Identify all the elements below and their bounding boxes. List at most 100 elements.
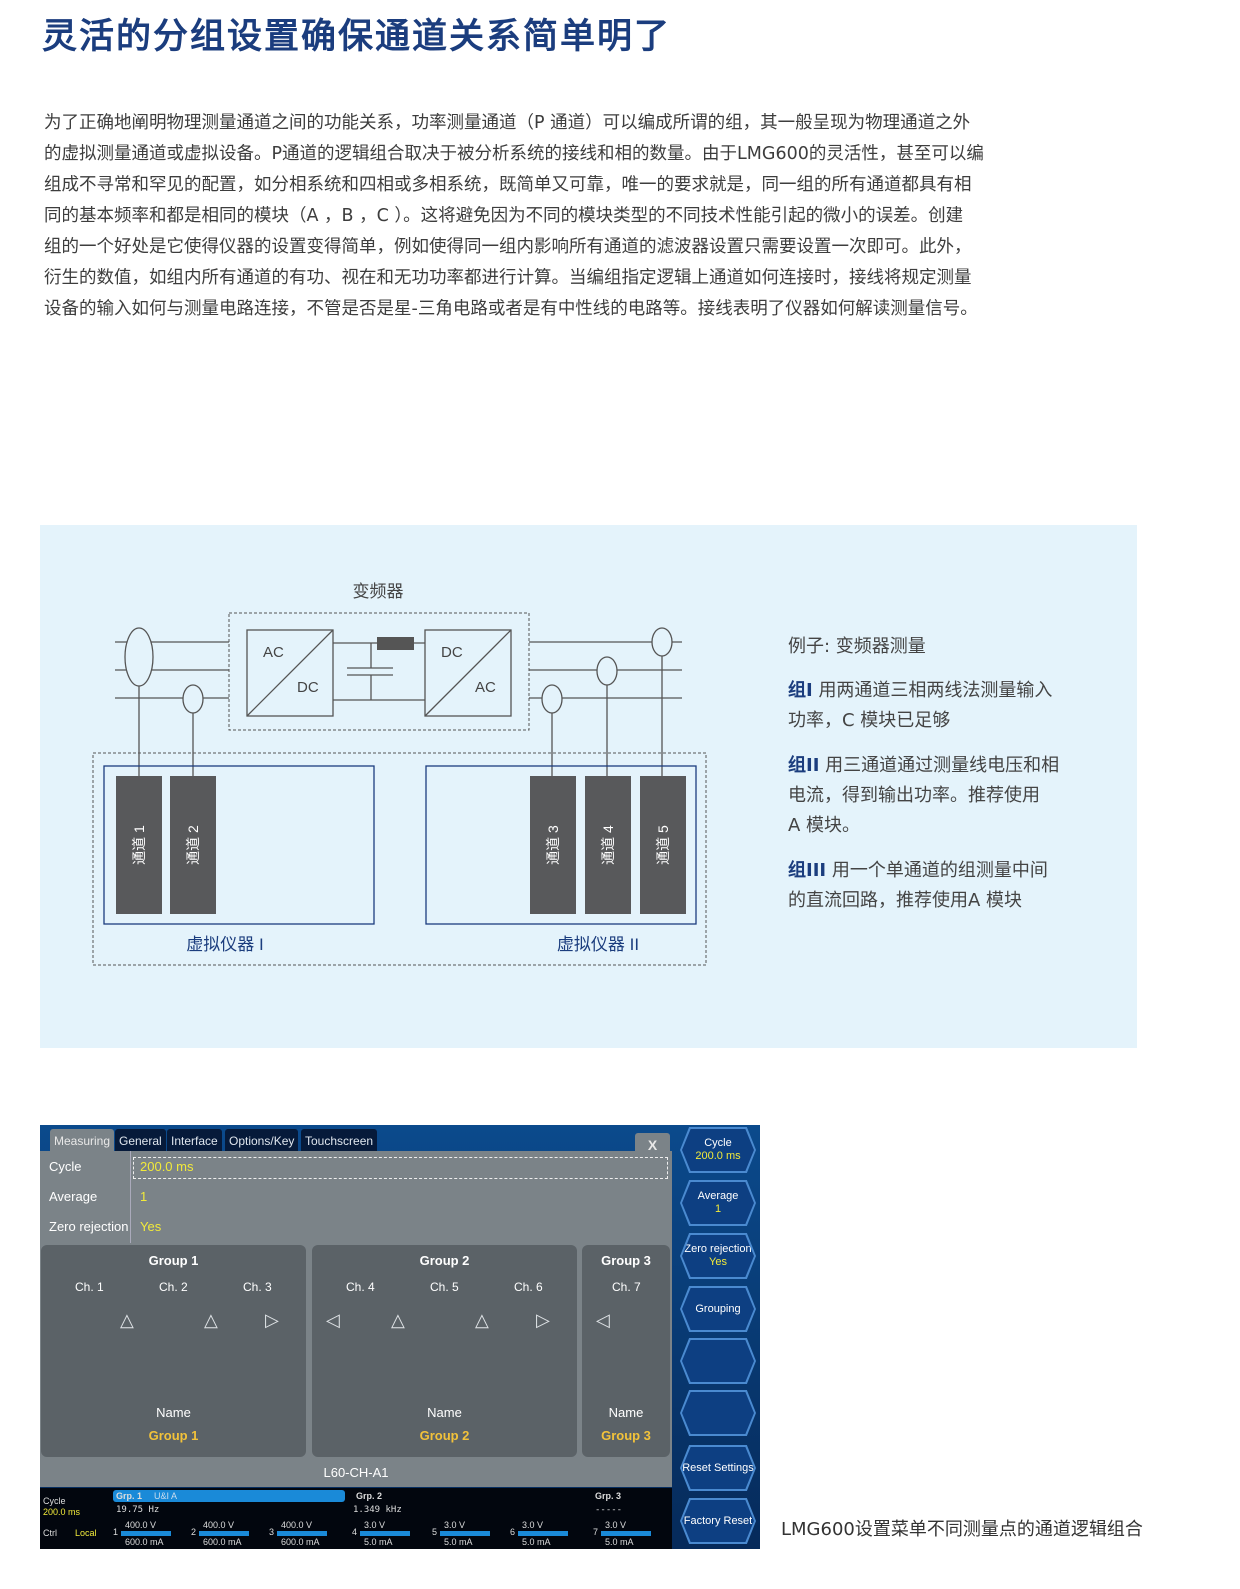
status-channel: 7 3.0 V 5.0 mA [593,1519,669,1547]
channel-block [585,776,631,914]
text: 功率，C 模块已足够 [788,710,951,731]
move-left-icon[interactable]: ◁ [326,1310,340,1330]
cycle-value[interactable]: 200.0 ms [140,1159,194,1174]
softkey-label: Average [697,1190,739,1202]
example-title: 例子: 变频器测量 [788,636,926,657]
tab-measuring[interactable]: Measuring [50,1129,115,1153]
softkey-face: Reset Settings [682,1447,754,1489]
status-channel: 2 400.0 V 600.0 mA [191,1519,267,1547]
status-grp1-freq: 19.75 Hz [116,1505,160,1515]
channel-number: 4 [352,1527,358,1537]
tab-options-key[interactable]: Options/Key [225,1129,299,1153]
channel-label: Ch. 1 [75,1280,104,1294]
group-name[interactable]: Group 3 [601,1428,651,1443]
group-name[interactable]: Group 2 [419,1428,470,1443]
channel-block [640,776,686,914]
channel-label: Ch. 7 [612,1280,641,1294]
ac-label: AC [475,679,496,696]
paragraph-line: 为了正确地阐明物理测量通道之间的功能关系，功率测量通道（P 通道）可以编成所谓的… [44,113,971,133]
paragraph-line: 同的基本频率和都是相同的模块（A ，B ，C ）。这将避免因为不同的模块类型的不… [44,206,964,226]
channel-label: 通道 2 [185,825,201,865]
move-left-icon[interactable]: ◁ [596,1310,610,1330]
inductor-icon [377,637,414,650]
group1-title: 组I [788,680,813,701]
move-up-icon[interactable]: △ [475,1310,489,1330]
voltage-range: 400.0 V [125,1520,157,1530]
current-range: 5.0 mA [605,1537,634,1547]
move-right-icon[interactable]: ▷ [265,1310,279,1330]
group1-desc: 组I 用两通道三相两线法测量输入功率，C 模块已足够 [788,676,1052,736]
channel-block [530,776,576,914]
tab-touchscreen[interactable]: Touchscreen [301,1129,378,1153]
channel-label: Ch. 6 [514,1280,543,1294]
group-1-panel[interactable]: Group 1 Ch. 1 Ch. 2 Ch. 3 △ △ ▷ Name Gro… [41,1245,306,1457]
tab-interface[interactable]: Interface [167,1129,222,1153]
text: A 模块。 [788,815,861,836]
figure-caption: LMG600设置菜单不同测量点的通道逻辑组合 [781,1519,1143,1540]
virtual-instrument-1-label: 虚拟仪器 I [186,935,263,954]
softkey-face: Factory Reset [682,1500,754,1542]
current-range: 600.0 mA [281,1537,320,1547]
average-label: Average [49,1189,98,1204]
device-label: L60-CH-A1 [323,1465,389,1480]
softkey-face: Grouping [682,1288,754,1330]
softkey-blank-button[interactable] [680,1338,756,1384]
softkey-face [682,1340,754,1382]
converter-label: 变频器 [353,582,404,601]
status-bar: Cycle 200.0 ms Ctrl Local Grp. 1 U&I A 1… [40,1488,672,1549]
softkey-blank-button[interactable] [680,1390,756,1436]
voltage-range: 3.0 V [364,1520,386,1530]
move-up-icon[interactable]: △ [204,1310,218,1330]
name-label: Name [427,1405,462,1420]
softkey-label: Reset Settings [682,1461,754,1474]
paragraph-line: 组成不寻常和罕见的配置，如分相系统和四相或多相系统，既简单又可靠，唯一的要求就是… [44,175,972,195]
current-range: 5.0 mA [444,1537,473,1547]
group-name[interactable]: Group 1 [148,1428,199,1443]
name-label: Name [156,1405,191,1420]
text: 的直流回路，推荐使用A 模块 [788,890,1023,911]
voltage-range: 3.0 V [522,1520,544,1530]
status-channel: 3 400.0 V 600.0 mA [269,1519,345,1547]
softkey-factory-reset-button[interactable]: Factory Reset [680,1498,756,1544]
channel-label: 通道 4 [600,825,616,865]
current-range: 600.0 mA [125,1537,164,1547]
level-bar [121,1531,171,1536]
intro-paragraph: 为了正确地阐明物理测量通道之间的功能关系，功率测量通道（P 通道）可以编成所谓的… [44,108,1134,325]
move-up-icon[interactable]: △ [120,1310,134,1330]
text: 用三通道通过测量线电压和相 [825,755,1060,776]
dc-label: DC [441,644,463,661]
move-right-icon[interactable]: ▷ [536,1310,550,1330]
channel-number: 6 [510,1527,516,1537]
average-value[interactable]: 1 [140,1189,148,1204]
softkey-reset-settings-button[interactable]: Reset Settings [680,1445,756,1491]
group1-bar[interactable] [113,1490,345,1502]
group-title: Group 2 [419,1253,470,1268]
move-up-icon[interactable]: △ [391,1310,405,1330]
softkey-grouping-button[interactable]: Grouping [680,1286,756,1332]
status-channel: 4 3.0 V 5.0 mA [352,1519,428,1547]
channel-label: Ch. 4 [346,1280,375,1294]
dc-label: DC [297,679,319,696]
status-channel: 1 400.0 V 600.0 mA [113,1519,189,1547]
level-bar [360,1531,410,1536]
group-2-panel[interactable]: Group 2 Ch. 4 Ch. 5 Ch. 6 ◁ △ △ ▷ Name G… [312,1245,577,1457]
status-grp2: Grp. 2 [356,1491,383,1501]
ac-label: AC [263,644,284,661]
tab-general[interactable]: General [115,1129,166,1153]
status-channel: 5 3.0 V 5.0 mA [432,1519,508,1547]
zero-rejection-value[interactable]: Yes [140,1219,162,1234]
status-grp3-freq: ----- [595,1505,623,1515]
channel-block [170,776,216,914]
channel-label: Ch. 5 [430,1280,459,1294]
softkey-face [682,1392,754,1434]
channel-number: 1 [113,1527,119,1537]
group-3-panel[interactable]: Group 3 Ch. 7 ◁ Name Group 3 [582,1245,670,1457]
cycle-field-focus[interactable] [133,1157,668,1179]
converter-diagram: 变频器 AC DC DC AC 通道 1 通道 2 通道 3 通道 4 通道 5… [92,582,707,966]
status-channel: 6 3.0 V 5.0 mA [510,1519,586,1547]
